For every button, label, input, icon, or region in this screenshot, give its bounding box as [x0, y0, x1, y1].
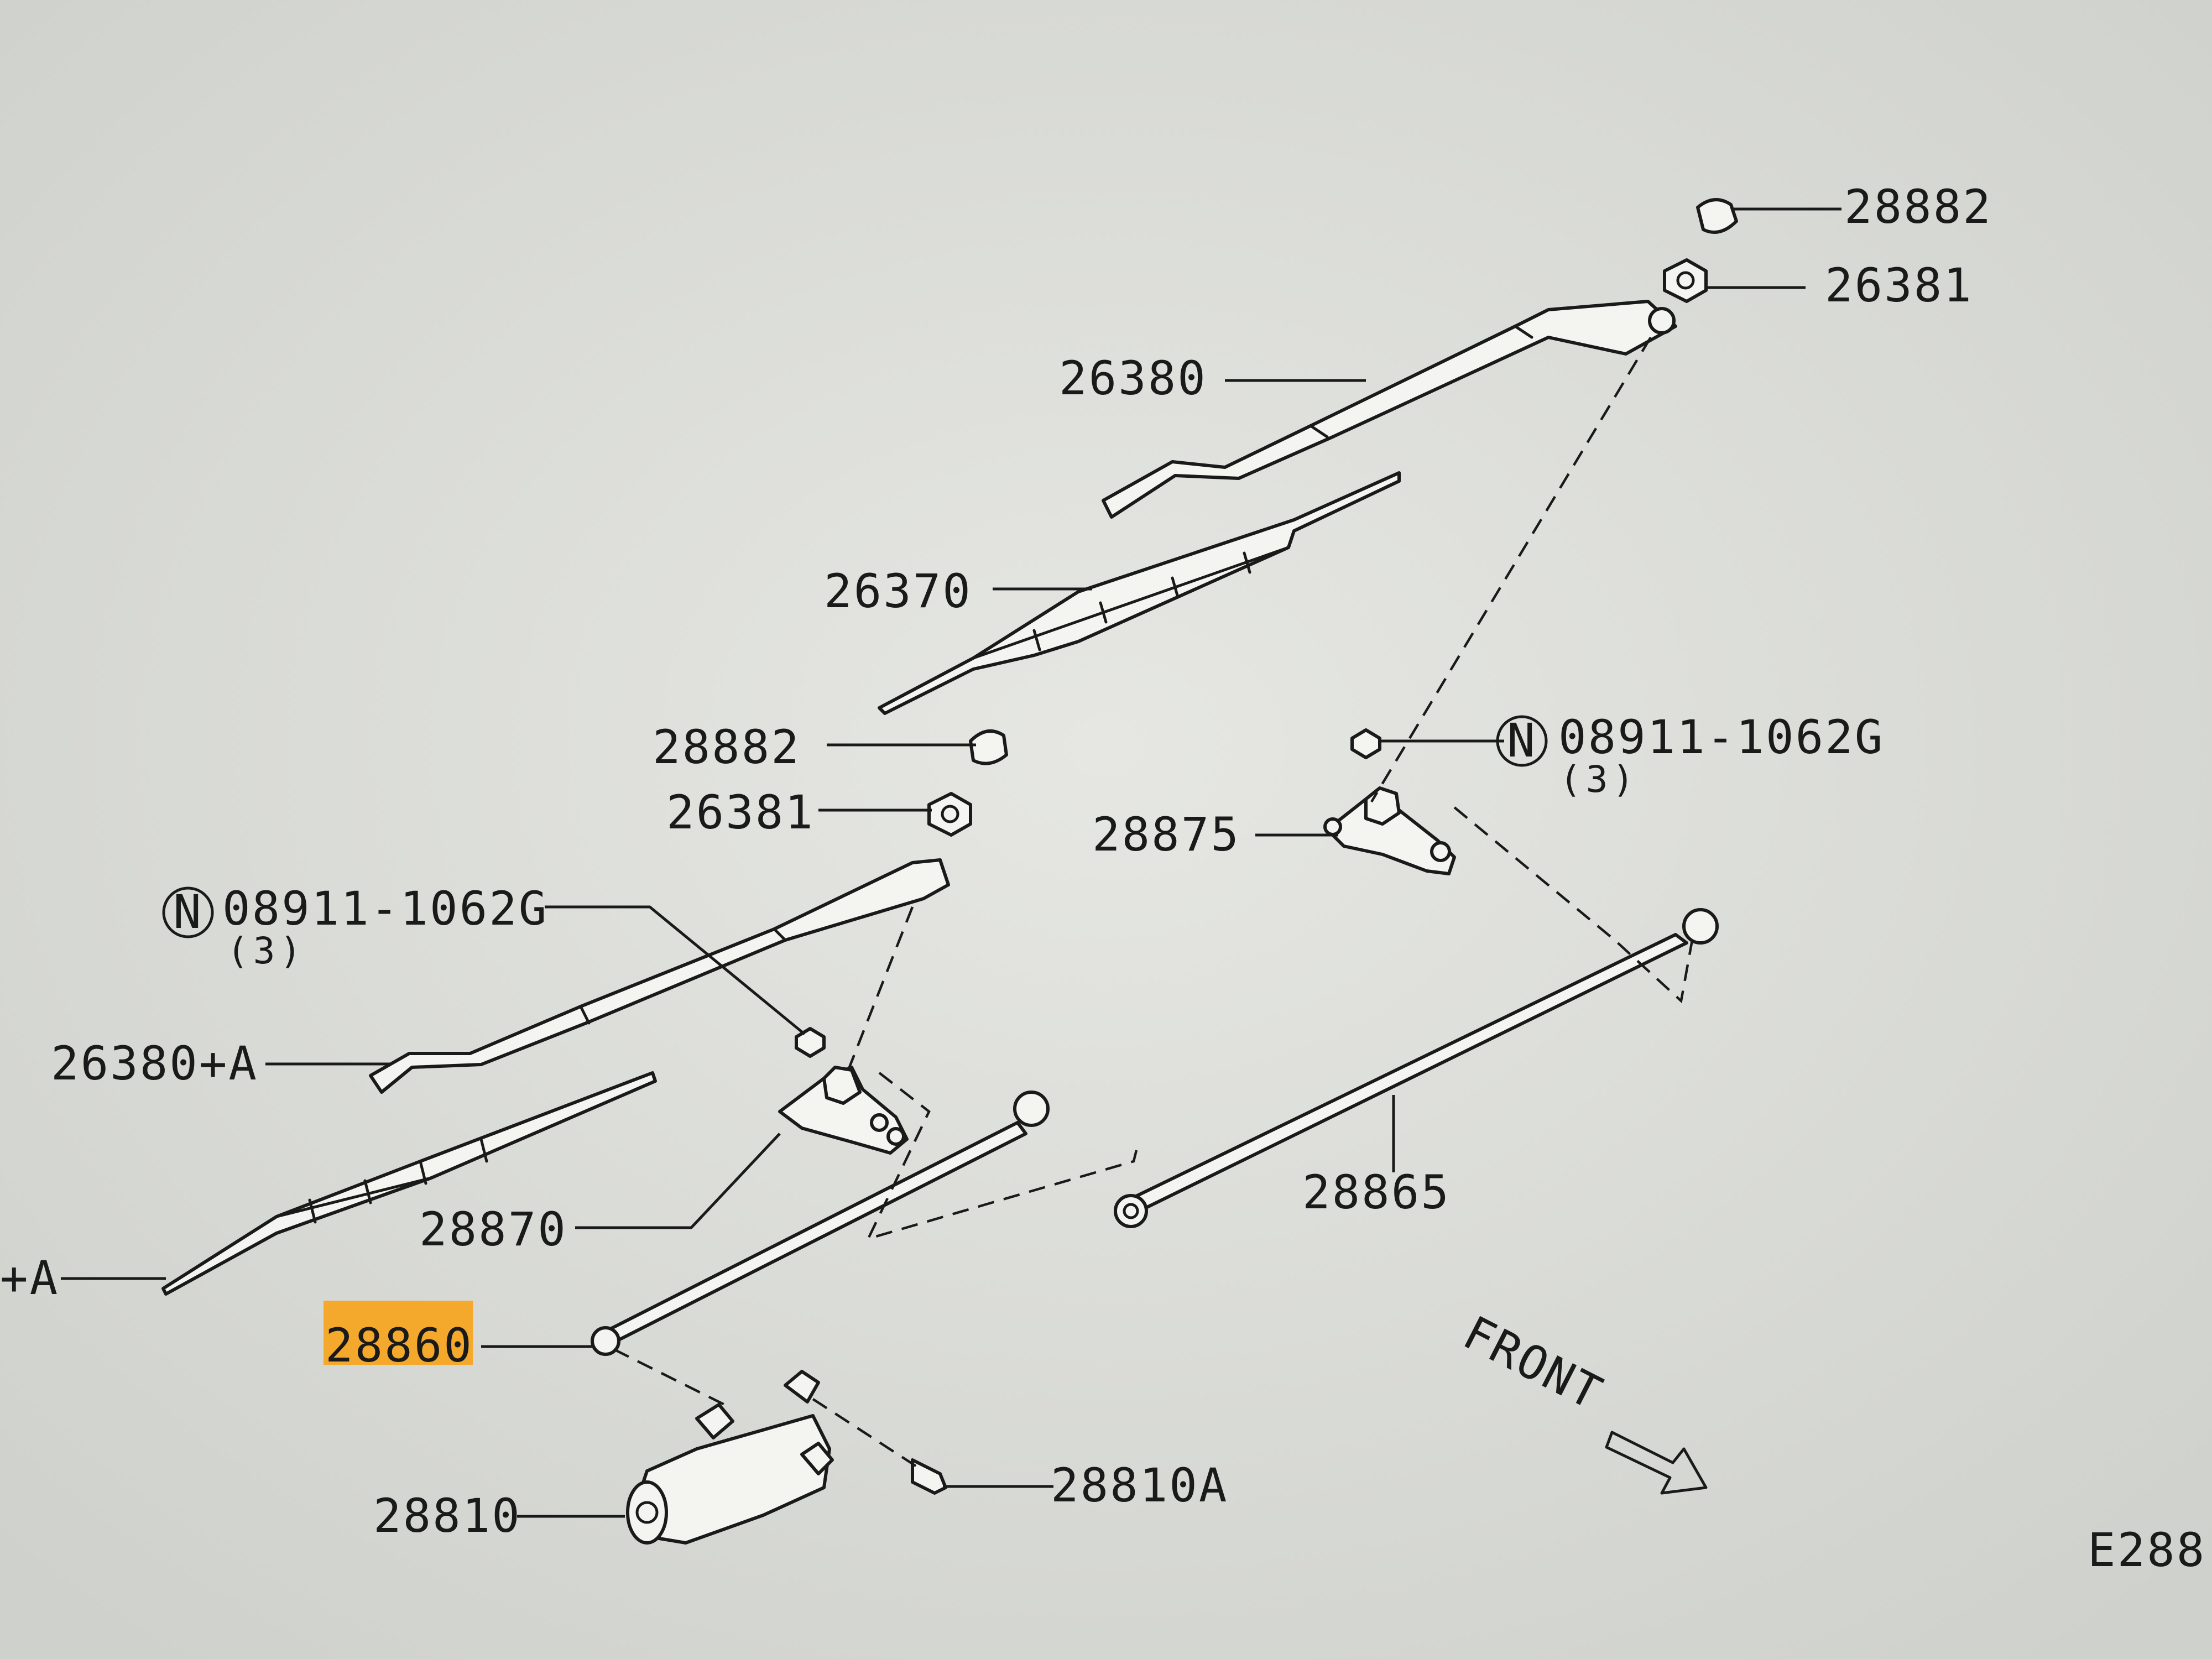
- cap-28882-upper: [1696, 198, 1738, 234]
- label-08911-right-qty: (3): [1559, 758, 1639, 801]
- label-08911-right: 08911-1062G: [1558, 710, 1884, 764]
- label-08911-left-qty: (3): [227, 930, 306, 972]
- label-26380: 26380: [1059, 351, 1207, 405]
- badge-n-left: [162, 886, 214, 938]
- nut-26381-mid: [927, 792, 972, 837]
- label-28875: 28875: [1092, 807, 1240, 862]
- label-26381-upper: 26381: [1825, 258, 1973, 312]
- assembly-dashed-lines: [613, 336, 1694, 1472]
- wiper-motor-28810: [626, 1370, 834, 1545]
- label-26380-a: 26380+A: [51, 1036, 258, 1091]
- label-26370: 26370: [824, 564, 972, 618]
- label-28870: 28870: [419, 1202, 567, 1256]
- badge-n-right: [1496, 715, 1548, 767]
- wiper-arm-upper: [1102, 300, 1677, 519]
- bolt-28810A: [911, 1458, 947, 1495]
- pivot-bracket-28870: [778, 1066, 909, 1155]
- callout-08911-right: N 08911-1062G (3): [1496, 710, 1884, 801]
- wiper-blade-lower: [161, 1071, 657, 1296]
- badge-n-left-letter: N: [173, 885, 203, 939]
- label-28810A: 28810A: [1051, 1458, 1228, 1512]
- link-rod-28865: [1114, 908, 1719, 1228]
- nut-26381-upper: [1663, 258, 1708, 303]
- wiper-blade-upper: [878, 471, 1401, 715]
- label-28882-upper: 28882: [1844, 180, 1992, 234]
- label-08911-left: 08911-1062G: [222, 881, 548, 936]
- badge-n-right-letter: N: [1507, 713, 1537, 768]
- leader-lines: [61, 207, 1841, 1518]
- callout-08911-left: N 08911-1062G (3): [162, 881, 548, 972]
- pivot-bracket-28875: [1323, 786, 1456, 875]
- label-plus-a: +A: [0, 1251, 59, 1305]
- callout-labels: 28882 26381 26380 26370 N 08911-1062G (3…: [0, 180, 2206, 1577]
- nut-08911-left: [795, 1027, 826, 1058]
- label-28810: 28810: [373, 1489, 521, 1543]
- cap-28882-mid: [969, 729, 1008, 765]
- front-direction-arrow: [1605, 1431, 1708, 1495]
- label-28865: 28865: [1302, 1165, 1451, 1219]
- label-28860: 28860: [325, 1318, 473, 1373]
- highlight-28860: [324, 1301, 473, 1365]
- link-rod-28860: [591, 1091, 1050, 1356]
- label-28882-mid: 28882: [653, 720, 801, 774]
- label-e288: E288: [2088, 1523, 2206, 1577]
- nut-08911-right: [1350, 728, 1381, 759]
- label-26381-mid: 26381: [666, 785, 815, 839]
- wiper-arm-lower: [369, 858, 950, 1094]
